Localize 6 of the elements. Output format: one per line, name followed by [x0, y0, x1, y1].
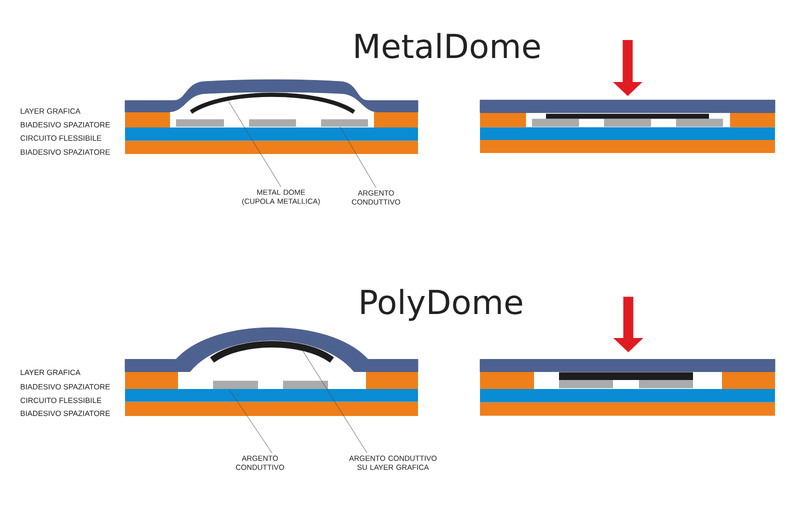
section-title: PolyDome [361, 288, 522, 321]
section-title: MetalDome [356, 32, 540, 58]
metal-dome [190, 92, 355, 114]
leader-line [302, 350, 368, 454]
contact-pad [213, 380, 258, 389]
conductive-layer [210, 341, 334, 363]
